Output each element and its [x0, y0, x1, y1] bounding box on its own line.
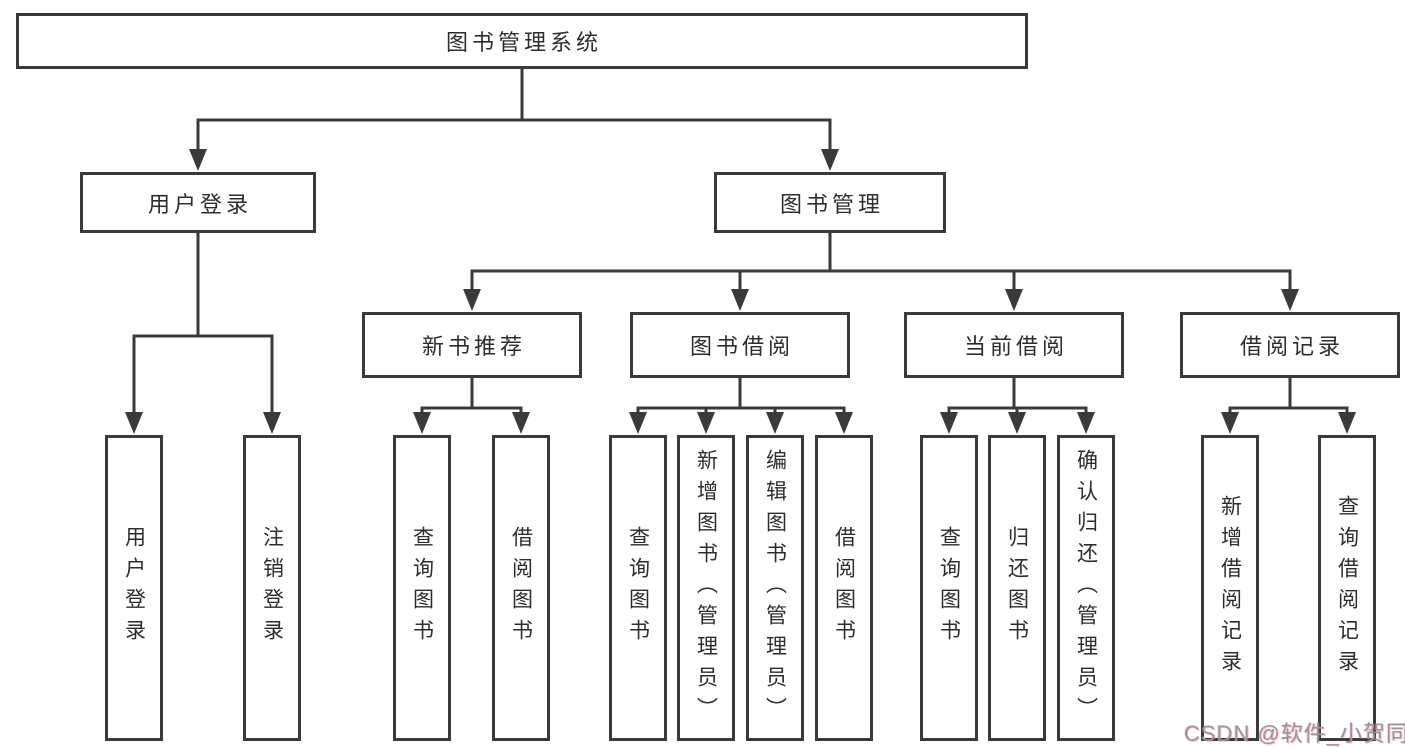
arrow-down-icon	[512, 412, 530, 434]
node-book-borrowing: 图书借阅	[630, 312, 850, 378]
arrow-down-icon	[1221, 412, 1239, 434]
node-leaf-user-login: 用户登录	[105, 435, 163, 741]
csdn-watermark: CSDN @软件_小贺同学	[1184, 721, 1405, 746]
node-leaf-borrow-books-1: 借阅图书	[492, 435, 550, 741]
arrow-down-icon	[940, 412, 958, 434]
node-library-management-system: 图书管理系统	[16, 13, 1028, 69]
arrow-down-icon	[731, 289, 749, 311]
node-current-borrowing: 当前借阅	[904, 312, 1124, 378]
arrow-down-icon	[629, 412, 647, 434]
arrow-down-icon	[697, 412, 715, 434]
node-leaf-query-books-3: 查询图书	[920, 435, 978, 741]
node-leaf-add-books-admin: 新增图书（管理员）	[677, 435, 735, 741]
arrow-down-icon	[1281, 289, 1299, 311]
arrow-down-icon	[413, 412, 431, 434]
node-user-login: 用户登录	[80, 172, 316, 233]
node-leaf-return-books: 归还图书	[988, 435, 1046, 741]
node-borrowing-records: 借阅记录	[1180, 312, 1400, 378]
node-new-book-recommendation: 新书推荐	[362, 312, 582, 378]
node-leaf-borrow-books-2: 借阅图书	[815, 435, 873, 741]
node-leaf-edit-books-admin: 编辑图书（管理员）	[746, 435, 804, 741]
arrow-down-icon	[1005, 289, 1023, 311]
node-book-management: 图书管理	[714, 172, 946, 233]
arrow-down-icon	[189, 149, 207, 171]
arrow-down-icon	[1077, 412, 1095, 434]
arrow-down-icon	[125, 412, 143, 434]
arrow-down-icon	[821, 149, 839, 171]
arrow-down-icon	[263, 412, 281, 434]
node-leaf-logout: 注销登录	[243, 435, 301, 741]
arrow-down-icon	[1008, 412, 1026, 434]
arrow-down-icon	[835, 412, 853, 434]
arrow-down-icon	[1338, 412, 1356, 434]
node-leaf-query-books-2: 查询图书	[609, 435, 667, 741]
arrow-down-icon	[463, 289, 481, 311]
node-leaf-query-borrow-record: 查询借阅记录	[1318, 435, 1376, 741]
node-leaf-confirm-return-admin: 确认归还（管理员）	[1057, 435, 1115, 741]
arrow-down-icon	[766, 412, 784, 434]
node-leaf-add-borrow-record: 新增借阅记录	[1201, 435, 1259, 741]
node-leaf-query-books-1: 查询图书	[393, 435, 451, 741]
